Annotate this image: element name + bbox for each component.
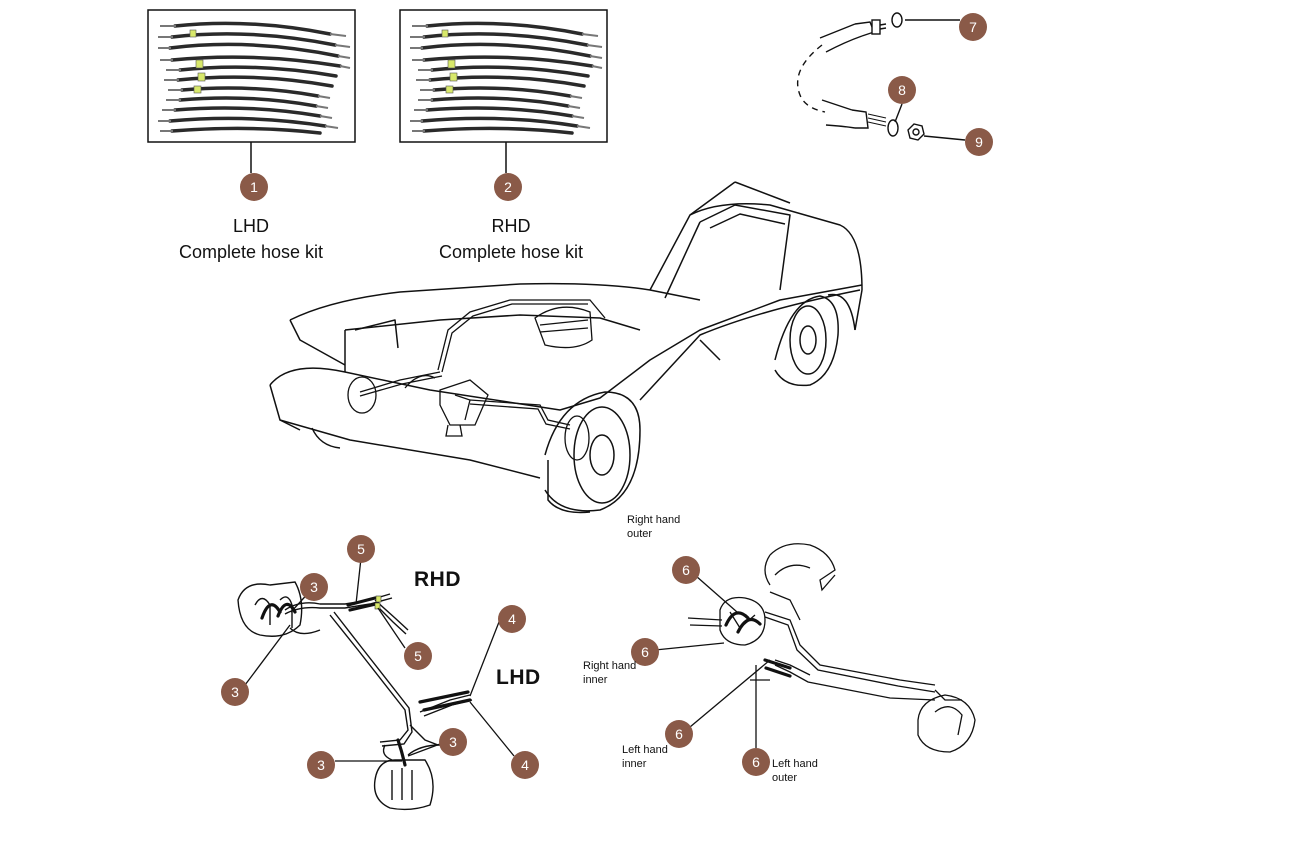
callout-4b (511, 751, 539, 779)
rhd-kit-title-line2: Complete hose kit (438, 242, 584, 262)
callout-6c-num: 6 (675, 726, 683, 742)
callout-8-num: 8 (898, 82, 906, 98)
front-brake-detail (237, 581, 473, 811)
callout-2-num: 2 (504, 179, 512, 195)
callout-5a-num: 5 (357, 541, 365, 557)
callouts (221, 13, 993, 779)
lhd-kit-title-line1: LHD (232, 216, 269, 236)
callout-5b (404, 642, 432, 670)
lhd-label: LHD (496, 666, 541, 689)
callout-6a-num: 6 (682, 562, 690, 578)
callout-6b-num: 6 (641, 644, 649, 660)
rhd-kit-title: RHD Complete hose kit (391, 213, 631, 265)
callout-9 (965, 128, 993, 156)
callout-6b (631, 638, 659, 666)
callout-3a (300, 573, 328, 601)
rhd-label: RHD (414, 568, 461, 591)
lhd-kit-box (147, 9, 356, 143)
callout-1-num: 1 (250, 179, 258, 195)
callout-3b-num: 3 (231, 684, 239, 700)
callout-3c-num: 3 (317, 757, 325, 773)
left-hand-outer-label: Left hand outer (772, 758, 818, 784)
callout-2 (494, 173, 522, 201)
callout-5b-num: 5 (414, 648, 422, 664)
hose-end-detail (796, 12, 925, 141)
lhd-kit-title: LHD Complete hose kit (131, 213, 371, 265)
rear-brake-detail (687, 543, 976, 753)
left-hand-inner-label: Left hand inner (622, 744, 668, 770)
car-outline (269, 181, 863, 514)
rhd-kit-box (399, 9, 608, 143)
callout-4a-num: 4 (508, 611, 516, 627)
right-hand-inner-label: Right hand inner (583, 660, 637, 686)
callout-4a (498, 605, 526, 633)
callout-7 (959, 13, 987, 41)
car-brake-pipes (347, 299, 606, 461)
callout-1 (240, 173, 268, 201)
callout-6c (665, 720, 693, 748)
rhd-kit-title-line1: RHD (491, 216, 531, 236)
callout-5a (347, 535, 375, 563)
callout-8 (888, 76, 916, 104)
callout-6d (742, 748, 770, 776)
right-hand-outer-label: Right hand outer (627, 514, 681, 540)
callout-3c (307, 751, 335, 779)
callout-9-num: 9 (975, 134, 983, 150)
callout-6d-num: 6 (752, 754, 760, 770)
callout-3d-num: 3 (449, 734, 457, 750)
callout-3b (221, 678, 249, 706)
callout-3a-num: 3 (310, 579, 318, 595)
callout-7-num: 7 (969, 19, 977, 35)
callout-3d (439, 728, 467, 756)
callout-6a (672, 556, 700, 584)
lhd-kit-title-line2: Complete hose kit (178, 242, 324, 262)
callout-4b-num: 4 (521, 757, 529, 773)
